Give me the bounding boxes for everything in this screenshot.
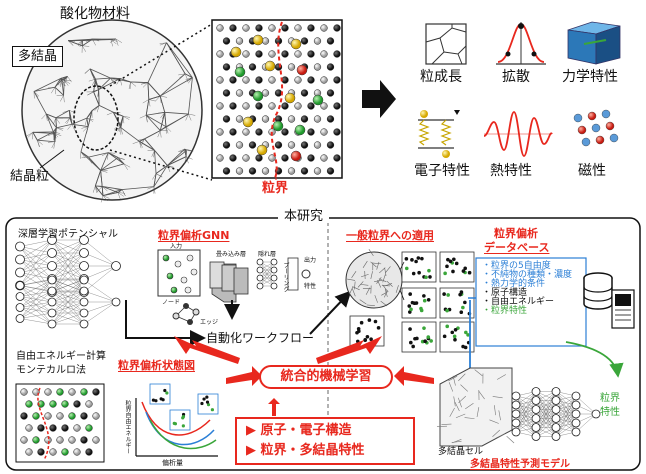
general-gb-label: 一般粒界への適用 [346,229,434,242]
gnn-hidden-label: 隠れ層 [258,251,277,258]
db-item: ・不純物の種類・濃度 [482,270,573,280]
phase-diagram-plot [135,383,219,457]
right-arrow-icon [362,80,396,118]
deep-potential-network [15,235,121,329]
database-panel [475,257,635,347]
phase-ylabel: 粒界自由エネルギー [124,400,131,454]
gnn-output-label: 出力 [304,257,317,264]
gb-property-label-2: 特性 [600,407,620,418]
grain-boundary-label: 粒界 [262,181,289,196]
integrated-ml-pill [259,365,393,389]
oxide-material-label: 酸化物材料 [60,6,130,22]
poly-model-label: 多結晶特性予測モデル [470,459,570,470]
mechanical-block-icon [567,21,621,65]
gnn-property-label: 特性 [304,283,317,290]
thermal-wave-icon [483,111,553,157]
free-energy-label: 自由エネルギー計算 [16,351,106,362]
grain-label: 結晶粒 [10,169,50,184]
db-item: ・熱力学的条件 [482,279,546,289]
polycrystal-cell [436,367,515,447]
db-item-list: ・粒界の5自由度 ・不純物の種類・濃度 ・熱力学的条件 ・原子構造 ・自由エネル… [482,262,572,316]
gnn-edge-label: エッジ [200,319,219,326]
output-gb-polycrystal: ▶ 粒界・多結晶特性 [246,443,365,458]
gnn-label: 粒界偏析GNN [158,229,230,242]
gnn-node-label: ノード [162,299,181,306]
phase-xlabel: 偏析量 [162,459,183,467]
gb-property-label-1: 粒界 [600,393,620,404]
grain-growth-icon [425,23,467,65]
gnn-pooling-label: プーリング [282,262,289,292]
property-label-grain-growth: 粒成長 [420,69,462,85]
db-item: ・粒界の5自由度 [482,261,551,271]
diffusion-curve-icon [496,22,546,65]
potential-label: 深層学習ポテンシャル [18,229,118,240]
monte-carlo-label: モンテカルロ法 [16,365,86,376]
magnetic-lattice-icon [573,109,619,147]
poly-cell-label: 多結晶セル [438,447,484,457]
output-atomic-electronic: ▶ 原子・電子構造 [246,423,352,438]
research-title: 本研究 [278,210,330,223]
property-label-thermal: 熱特性 [490,163,532,179]
gnn-input-label: 入力 [170,243,183,250]
integrated-ml-label: 統合的機械学習 [280,369,372,384]
property-label-magnetic: 磁性 [578,163,606,179]
outputs-box [235,417,415,465]
gnn-conv-label: 畳み込み層 [216,251,247,258]
workflow-label: 自動化ワークフロー [206,331,315,345]
property-label-diffusion: 拡散 [502,69,530,85]
general-grain-boundary-panels [345,249,475,353]
db-item: ・自由エネルギー [482,297,555,307]
db-item: ・粒界特性 [482,306,528,316]
grain-boundary-atomic-model [211,19,343,179]
polycrystal-property-network [511,387,601,441]
db-title-line1: 粒界偏析 [494,227,538,240]
db-title-line2: データベース [484,241,550,254]
property-label-mechanical: 力学特性 [562,69,618,85]
monte-carlo-box [15,383,105,463]
phase-diagram-label: 粒界偏析状態図 [118,359,195,372]
gnn-schematic [157,249,311,325]
property-label-electronic: 電子特性 [414,163,470,179]
electronic-spring-icon [418,110,460,158]
db-item: ・原子構造 [482,288,528,298]
integration-arrows [174,336,434,416]
polycrystal-label: 多結晶 [12,46,64,67]
polycrystal-sphere [21,19,203,203]
